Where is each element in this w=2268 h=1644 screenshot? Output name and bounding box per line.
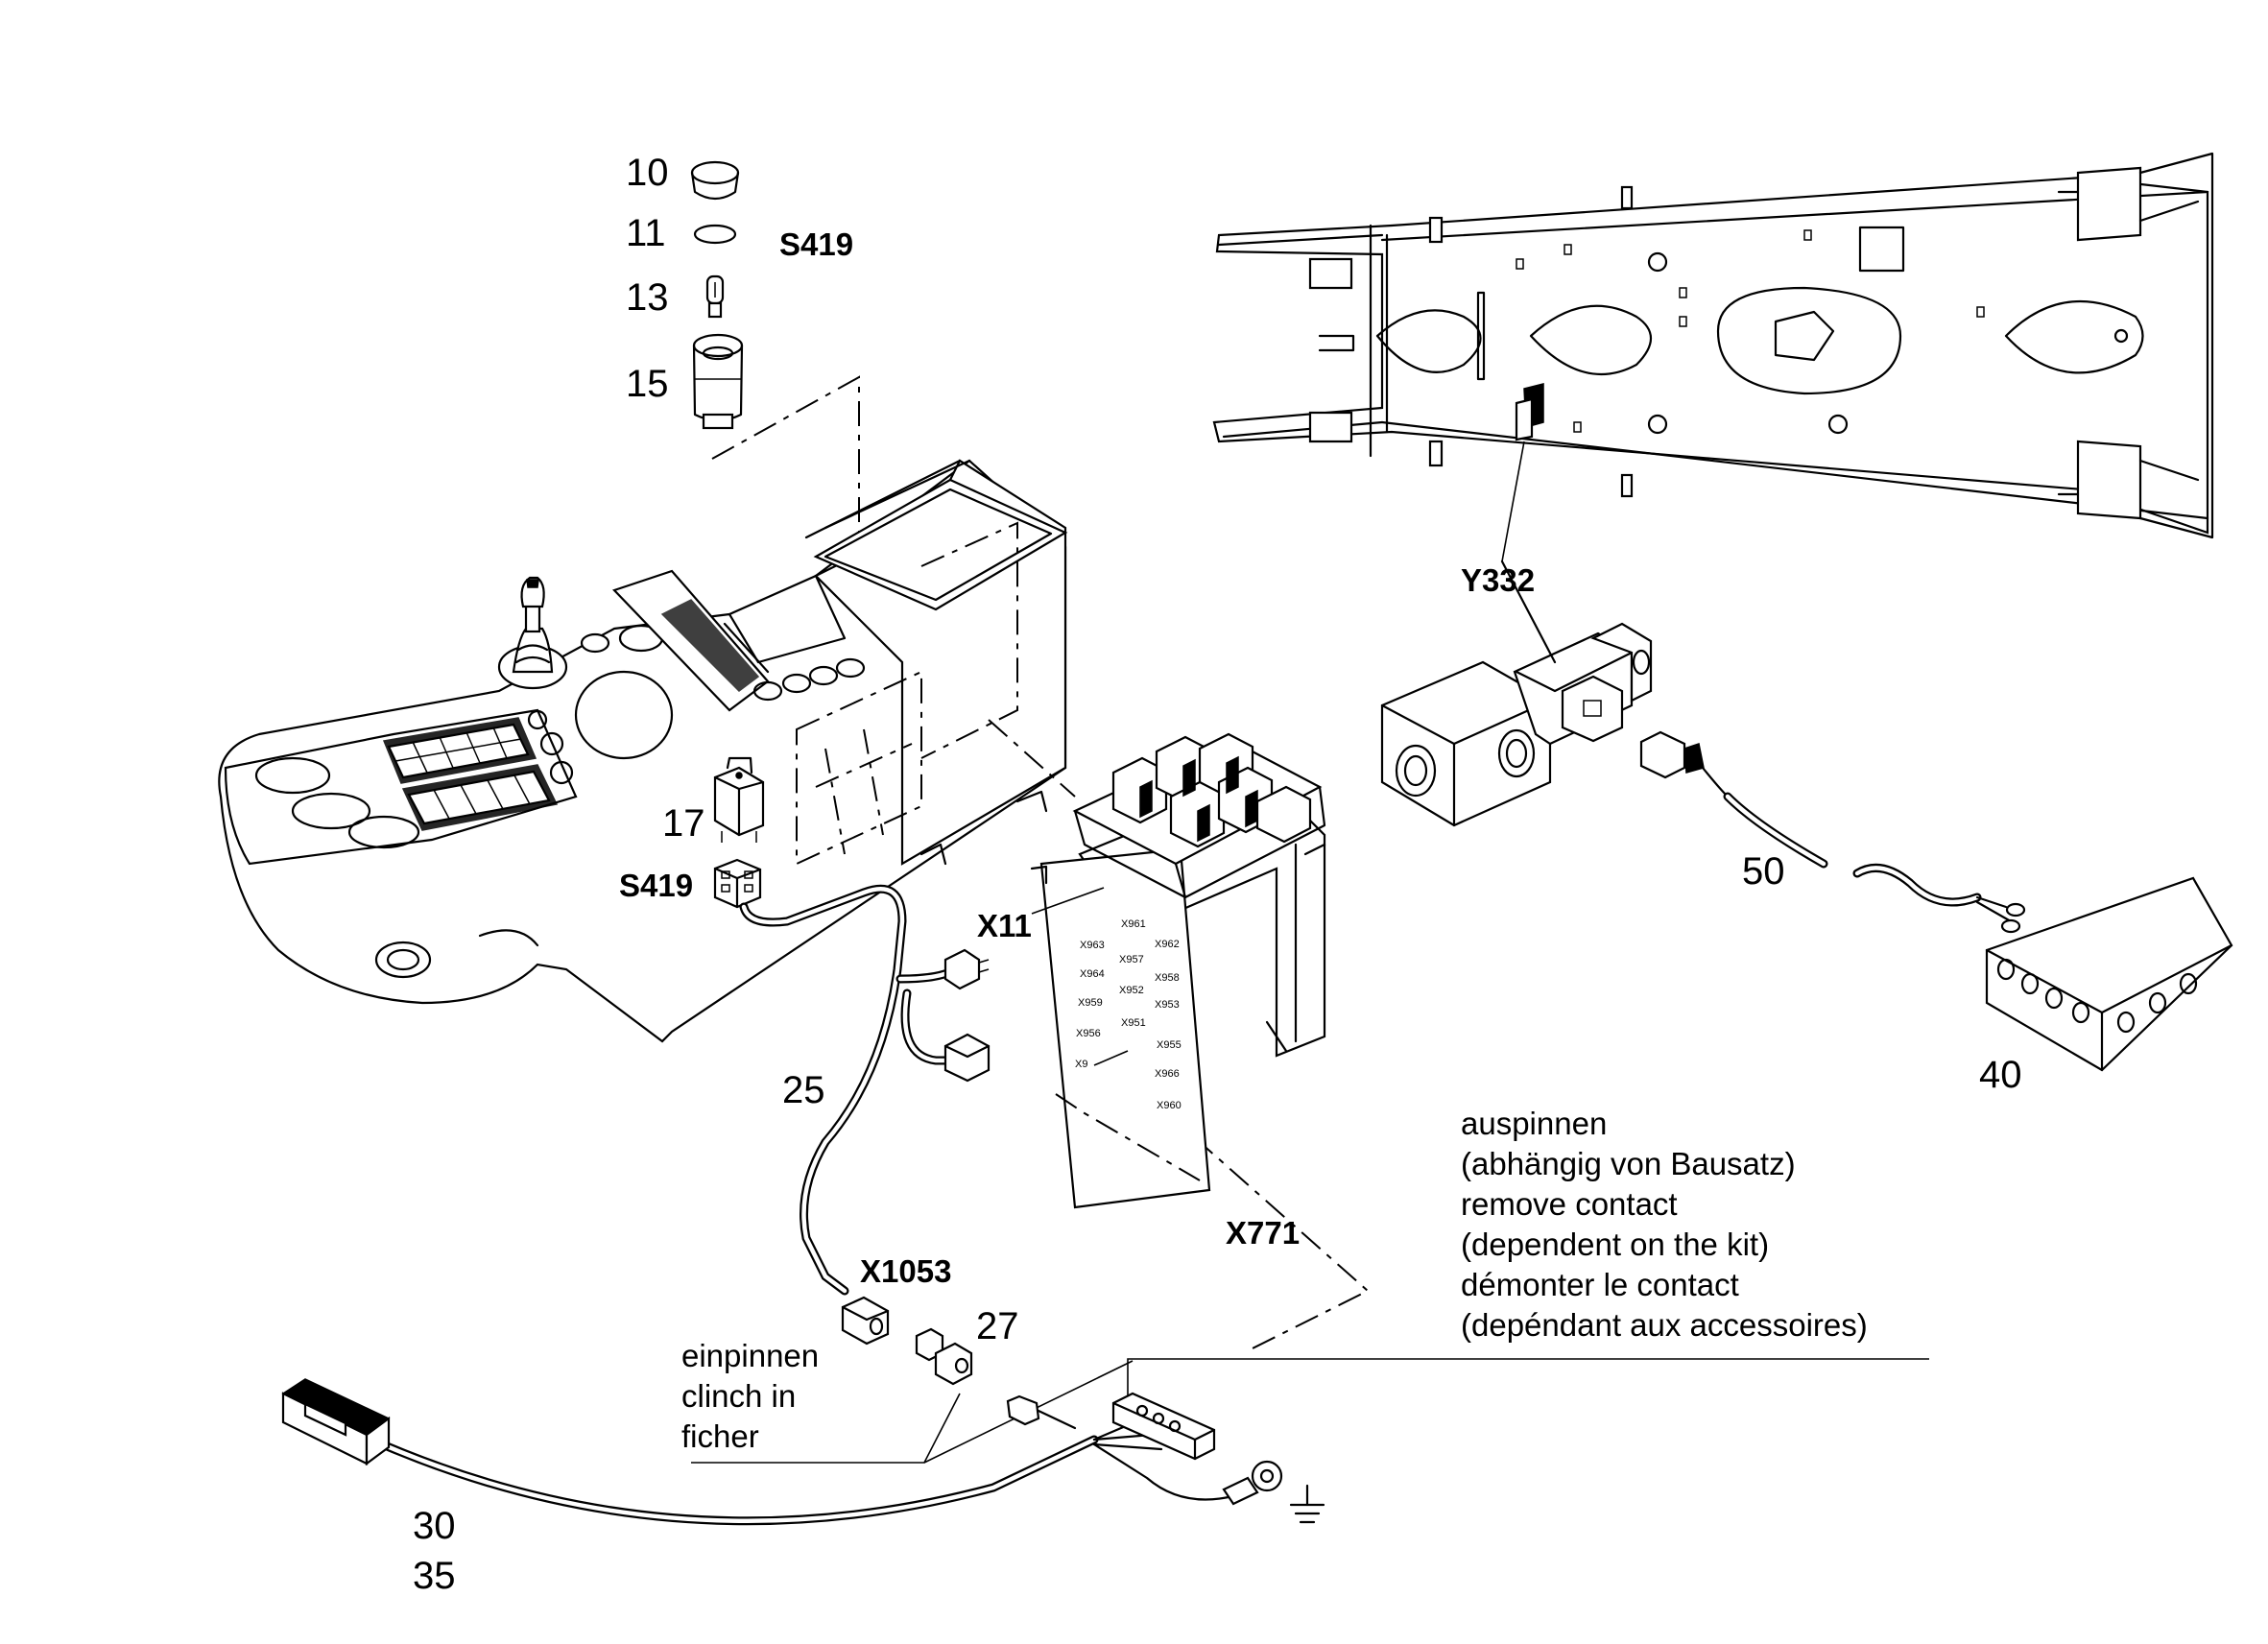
note-line: (depéndant aux accessoires): [1461, 1307, 1868, 1343]
note-line: clinch in: [681, 1378, 797, 1414]
fuse-label: X959: [1078, 997, 1103, 1009]
part-number-11: 11: [626, 212, 666, 254]
part-number-15: 15: [626, 363, 669, 405]
fuse-box-x771: [1030, 732, 1326, 1209]
part-number-13: 13: [626, 276, 669, 319]
part-27-pin: [915, 1327, 973, 1386]
fuse-label: X966: [1155, 1068, 1180, 1080]
part-number-10: 10: [626, 152, 669, 194]
fuse-label: X952: [1119, 985, 1144, 996]
part-13-bulb: [705, 274, 725, 319]
fuse-label: X960: [1157, 1100, 1182, 1111]
part-number-25: 25: [782, 1069, 825, 1111]
cable-50: [1639, 730, 2026, 934]
fuse-label: X956: [1076, 1028, 1101, 1039]
code-s419-top: S419: [779, 226, 854, 262]
relay-row: [1111, 732, 1312, 848]
part-17-relay: [713, 756, 765, 843]
part-10-cap: [690, 160, 740, 201]
fuse-label: X953: [1155, 999, 1180, 1011]
note-line: einpinnen: [681, 1338, 820, 1373]
code-x11: X11: [977, 908, 1032, 943]
fuse-label: X958: [1155, 972, 1180, 984]
fuse-label-grid: X961 X962 X963 X957 X958 X964 X952 X959 …: [1075, 918, 1182, 1111]
fuse-label: X961: [1121, 918, 1146, 930]
part-number-35: 35: [413, 1555, 456, 1597]
note-clinch-in: einpinnen clinch in ficher: [681, 1336, 819, 1457]
box-40: [1985, 876, 2233, 1072]
fuse-label: X9: [1075, 1059, 1087, 1070]
fuse-label: X964: [1080, 968, 1105, 980]
part-number-40: 40: [1979, 1054, 2022, 1096]
assembly-path-s419: [711, 375, 860, 590]
part-number-17: 17: [662, 802, 705, 845]
code-s419-mid: S419: [619, 868, 694, 903]
code-y332: Y332: [1461, 562, 1536, 598]
note-line: ficher: [681, 1418, 759, 1454]
note-line: auspinnen: [1461, 1106, 1608, 1141]
note-remove-contact: auspinnen (abhängig von Bausatz) remove …: [1461, 1104, 1868, 1346]
leader-x11: [1031, 887, 1105, 915]
leader-x771-panel: [1093, 1050, 1129, 1066]
note-line: remove contact: [1461, 1186, 1678, 1222]
part-number-50: 50: [1742, 850, 1785, 893]
code-x1053: X1053: [860, 1253, 952, 1289]
part-s419-switch-connector: [713, 858, 762, 909]
joystick: [497, 576, 568, 690]
leader-remove-contact: [1127, 1358, 1929, 1396]
fuse-label: X955: [1157, 1039, 1182, 1051]
chassis-frame: [1212, 152, 2214, 562]
note-line: démonter le contact: [1461, 1267, 1739, 1302]
code-x771: X771: [1226, 1215, 1301, 1251]
cable-25-harness: [739, 884, 991, 1346]
cable-30-35: [281, 1378, 1325, 1526]
switch-panel: [382, 717, 559, 831]
note-line: (abhängig von Bausatz): [1461, 1146, 1796, 1181]
ground-symbol: [1289, 1484, 1325, 1524]
note-line: (dependent on the kit): [1461, 1227, 1770, 1262]
part-11-o-ring: [693, 224, 737, 245]
operator-console: [218, 459, 1076, 1043]
valve-y332: [1380, 560, 1653, 827]
fuse-label: X957: [1119, 954, 1144, 965]
part-15-socket: [692, 333, 744, 430]
fuse-label: X962: [1155, 939, 1180, 950]
fuse-label: X951: [1121, 1017, 1146, 1029]
part-number-27: 27: [976, 1305, 1019, 1347]
part-number-30: 30: [413, 1505, 456, 1547]
fuse-label: X963: [1080, 940, 1105, 951]
